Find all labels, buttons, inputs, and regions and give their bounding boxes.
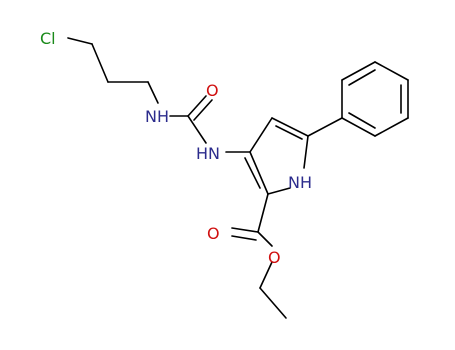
- bond-c4-c5-double: [275, 125, 303, 140]
- bond-cl-c1: [67, 37, 93, 45]
- bond-c-ester-o-double-1: [231, 227, 259, 233]
- bond-ph-6: [341, 117, 376, 137]
- atom-chlorine: Cl: [40, 29, 56, 48]
- bond-ph-2: [341, 61, 376, 81]
- atom-urea-nh-upper: NH: [145, 107, 169, 126]
- bond-ph-3: [374, 61, 409, 81]
- bond-c5-phenyl: [307, 117, 343, 137]
- bond-c-urea-n-lower: [187, 115, 207, 144]
- bond-c2-c3: [249, 151, 269, 195]
- atom-ester-ether-o: O: [268, 248, 281, 267]
- bond-ph-5: [374, 117, 409, 137]
- bond-c1-c2: [91, 43, 109, 83]
- bond-c3-c4: [249, 117, 273, 153]
- bond-ph-inner-1: [348, 69, 376, 86]
- bond-o-ethyl-c1: [259, 261, 273, 289]
- bond-c-ester-o-single: [257, 231, 273, 247]
- bond-c-ester-o-double-2: [231, 235, 257, 241]
- bond-n1-c2: [267, 187, 291, 195]
- bond-c4-c5: [271, 117, 309, 137]
- bond-c-urea-o-2: [193, 99, 213, 121]
- bond-c-urea-o-1: [187, 95, 207, 117]
- bond-c2-c-ester: [257, 193, 269, 233]
- bond-c2-c3-double: [244, 157, 261, 189]
- atom-pyrrole-nh: NH: [288, 173, 312, 192]
- atom-urea-nh-lower: HN: [196, 144, 220, 163]
- bond-ethyl-c1-c2: [259, 287, 287, 319]
- bond-c3-n-upper: [147, 81, 159, 104]
- bond-c5-n1: [303, 135, 309, 169]
- bond-ph-inner-3: [348, 112, 376, 129]
- atom-carbonyl-o-upper: O: [206, 81, 219, 100]
- atom-ester-carbonyl-o: O: [207, 224, 220, 243]
